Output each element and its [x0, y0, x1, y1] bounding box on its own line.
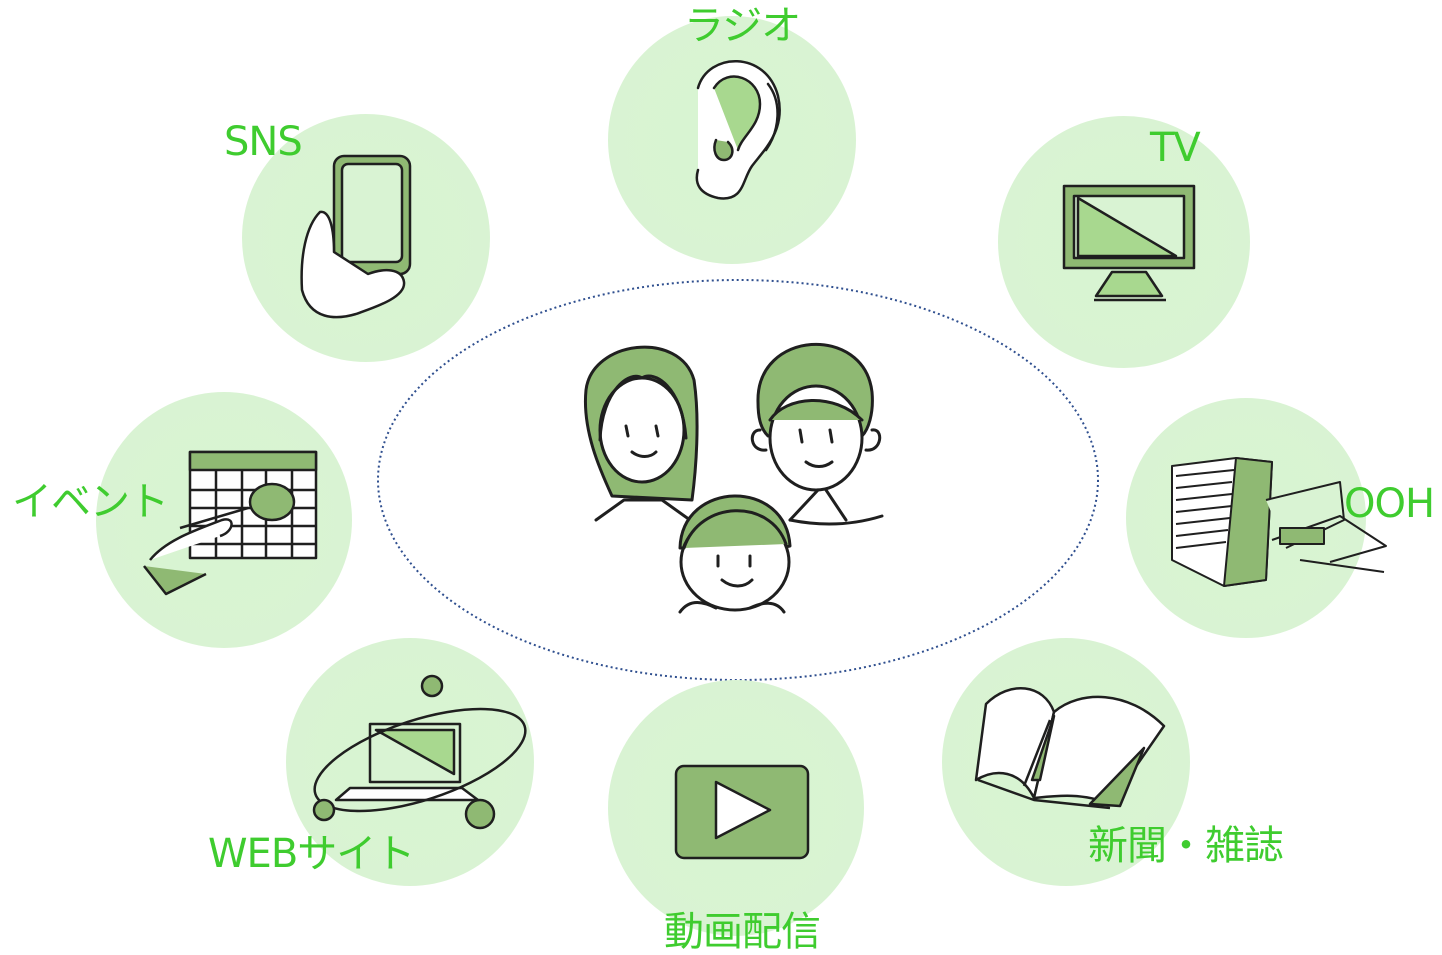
node-ooh [1126, 398, 1387, 638]
smartphone-hand-icon [300, 154, 412, 319]
calendar-icon [143, 450, 318, 596]
open-book-icon [974, 687, 1166, 810]
node-web [286, 638, 534, 886]
laptop-orbit-icon [312, 674, 527, 830]
label-sns: SNS [224, 119, 303, 165]
television-icon [1062, 184, 1196, 302]
center-ellipse [377, 279, 1099, 681]
label-ooh: OOH [1344, 481, 1435, 527]
node-sns [242, 114, 490, 362]
people-group-icon [583, 343, 884, 614]
node-video [608, 680, 864, 936]
label-radio: ラジオ [684, 3, 801, 49]
building-train-icon [1171, 457, 1387, 587]
label-newspaper: 新聞・雑誌 [1088, 823, 1284, 869]
label-tv: TV [1150, 125, 1201, 171]
ear-icon [695, 60, 781, 200]
node-newspaper [942, 638, 1190, 886]
label-web: WEBサイト [208, 831, 415, 877]
play-button-icon [674, 764, 810, 860]
node-radio [608, 16, 856, 264]
label-video: 動画配信 [664, 909, 821, 955]
label-event: イベント [12, 479, 169, 525]
node-tv [998, 116, 1250, 368]
node-event [96, 392, 352, 648]
